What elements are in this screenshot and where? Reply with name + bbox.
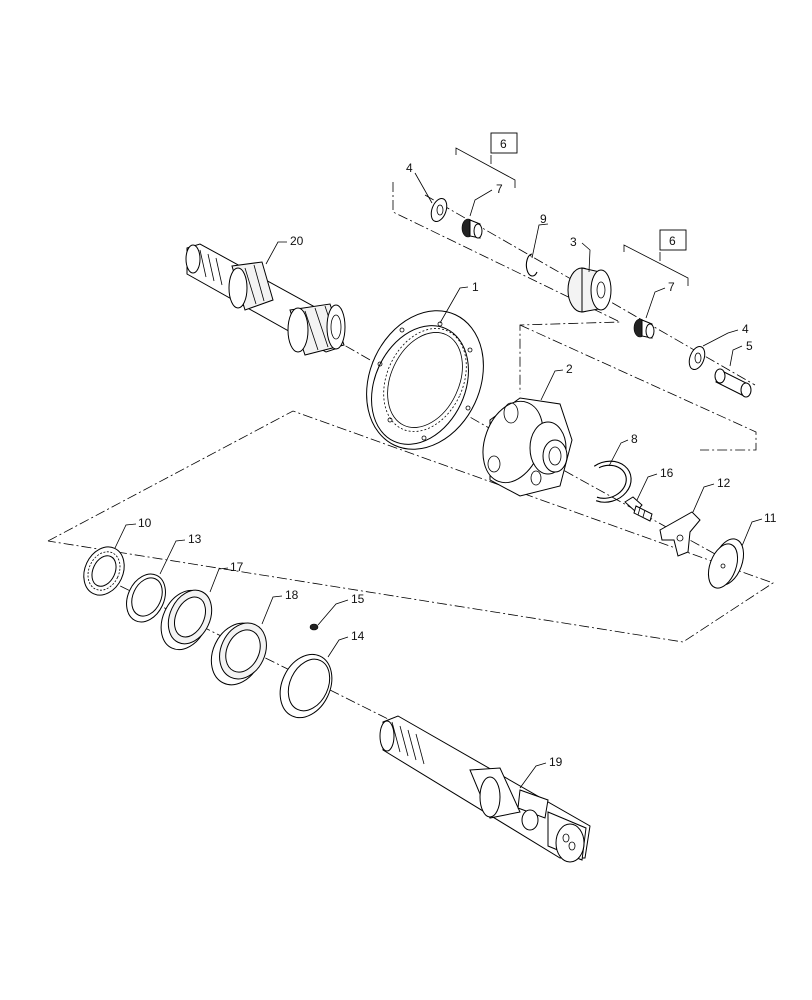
planet-gear-part-3[interactable] [567, 267, 612, 313]
thrust-washer-part-4-upper[interactable] [428, 196, 449, 223]
bearing-part-17[interactable] [152, 583, 220, 658]
needle-bearing-part-7-upper[interactable] [461, 218, 483, 239]
callout-17: 17 [230, 560, 244, 574]
callout-5: 5 [746, 339, 753, 353]
callout-7-upper: 7 [496, 182, 503, 196]
thrust-washer-part-10[interactable] [76, 540, 132, 601]
seal-part-14[interactable] [270, 646, 341, 726]
callout-7-lower: 7 [668, 280, 675, 294]
kit-bracket-upper [455, 132, 518, 188]
callout-12: 12 [717, 476, 731, 490]
callout-3: 3 [570, 235, 577, 249]
plug-part-15[interactable] [309, 623, 319, 631]
callout-8: 8 [631, 432, 638, 446]
spacer-ring-part-13[interactable] [119, 568, 173, 629]
callout-9: 9 [540, 212, 547, 226]
callout-1: 1 [472, 280, 479, 294]
assembly-boundary-lines [47, 182, 774, 643]
callout-6-upper: 6 [500, 137, 507, 151]
callout-10: 10 [138, 516, 152, 530]
pin-part-5[interactable] [714, 368, 752, 398]
callout-20: 20 [290, 234, 304, 248]
callout-4-upper: 4 [406, 161, 413, 175]
callout-15: 15 [351, 592, 365, 606]
callout-2: 2 [566, 362, 573, 376]
callout-13: 13 [188, 532, 202, 546]
callout-16: 16 [660, 466, 674, 480]
planet-carrier-part-2[interactable] [472, 393, 573, 497]
callout-labels: 1 2 3 4 4 5 6 6 7 7 8 9 10 11 12 13 14 1… [138, 137, 777, 769]
output-shaft-part-19[interactable] [379, 715, 591, 863]
lock-plate-part-12[interactable] [659, 511, 701, 557]
thrust-washer-part-4-lower[interactable] [686, 344, 707, 371]
callout-4-lower: 4 [742, 322, 749, 336]
snap-ring-part-9[interactable] [525, 253, 538, 277]
disc-part-11[interactable] [703, 535, 749, 592]
ring-gear-part-1[interactable] [345, 292, 506, 469]
bolt-part-16[interactable] [624, 496, 653, 522]
callout-11: 11 [764, 511, 777, 525]
needle-bearing-part-7-lower[interactable] [633, 318, 655, 339]
kit-bracket-lower [623, 229, 689, 286]
callout-18: 18 [285, 588, 299, 602]
input-shaft-part-20[interactable] [185, 243, 346, 356]
bearing-cup-part-18[interactable] [202, 615, 275, 693]
callout-14: 14 [351, 629, 365, 643]
callout-6-lower: 6 [669, 234, 676, 248]
callout-leader-lines [114, 172, 763, 789]
callout-19: 19 [549, 755, 563, 769]
